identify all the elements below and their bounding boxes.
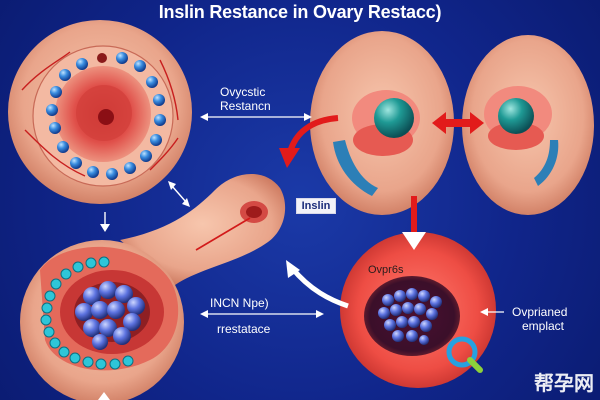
watermark: 帮孕网: [534, 367, 594, 396]
red-double-arrow-icon: [432, 112, 484, 134]
follicle-bottom-right: [340, 232, 496, 388]
diagram-title: Inslin Restance in Ovary Restacc): [158, 2, 442, 22]
white-curved-arrow-icon: [286, 260, 349, 309]
down-arrow-icon: [100, 212, 110, 232]
label-ovprianed: Ovprianed: [512, 305, 568, 319]
double-arrow-icon: [200, 113, 312, 121]
oocyte-cluster: [75, 281, 145, 350]
diagonal-arrow-icon: [168, 181, 190, 207]
middle-double-arrow-icon: [200, 310, 324, 318]
label-rrestatace: rrestatace: [217, 322, 271, 336]
duct: [120, 173, 286, 285]
follicle-top-right-b: [462, 35, 594, 215]
right-small-arrow-icon: [480, 308, 504, 316]
cell-ring: [46, 52, 166, 180]
follicle-bottom-left: [20, 240, 184, 400]
small-arrow-icon: [98, 392, 110, 400]
label-ovycstic: Ovycstic: [220, 85, 266, 99]
label-box-inslin: Inslin: [296, 198, 336, 214]
watermark-text: 帮孕网: [534, 371, 594, 395]
label-restancn: Restancn: [220, 99, 271, 113]
cell-ring-cyan: [40, 256, 134, 370]
label-incn-npe: INCN Npe): [210, 296, 269, 310]
magnifier-logo-icon: [446, 336, 483, 373]
follicle-top-right-a: [310, 31, 454, 215]
red-down-arrow-icon: [402, 196, 426, 250]
label-emplact: emplact: [522, 319, 565, 333]
curved-red-arrow-icon: [279, 115, 339, 168]
label-ovpr6s: Ovpr6s: [368, 264, 404, 276]
arrows: [98, 112, 504, 400]
follicle-top-left: [8, 20, 192, 204]
purple-cluster: [378, 288, 442, 345]
